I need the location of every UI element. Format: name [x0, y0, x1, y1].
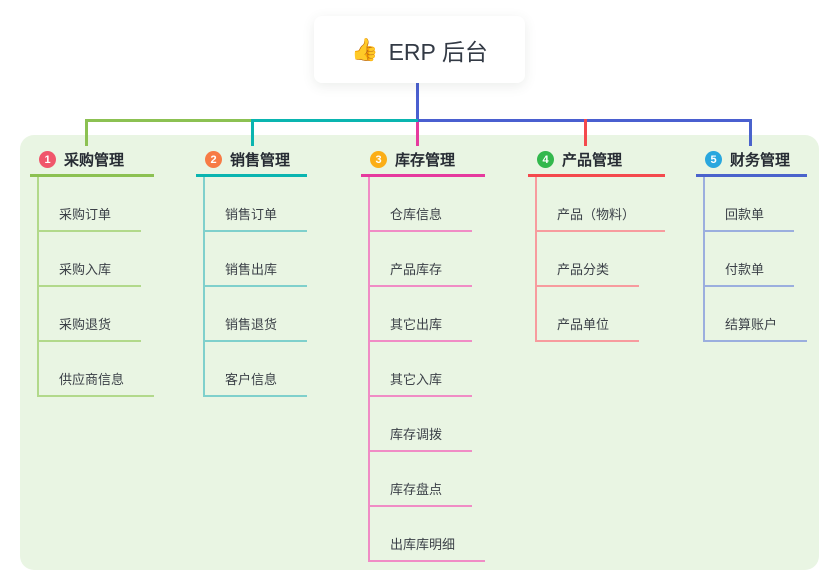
branch-number-badge: 3 — [370, 151, 387, 168]
branch-finance: 5 财务管理回款单付款单结算账户 — [696, 145, 808, 342]
branch-item[interactable]: 回款单 — [705, 177, 795, 232]
mindmap-panel — [20, 135, 819, 570]
branch-items: 产品（物料）产品分类产品单位 — [535, 177, 666, 342]
branch-item[interactable]: 客户信息 — [205, 342, 308, 397]
branch-drop-line-4 — [584, 119, 587, 146]
branch-drop-line-3 — [416, 122, 419, 146]
bus-line-segment-2 — [253, 119, 418, 122]
branch-drop-line-5 — [749, 119, 752, 146]
branch-item[interactable]: 结算账户 — [705, 287, 808, 342]
branch-item[interactable]: 销售出库 — [205, 232, 308, 287]
branch-drop-line-1 — [85, 119, 88, 146]
branch-item[interactable]: 产品单位 — [537, 287, 640, 342]
branch-header[interactable]: 5 财务管理 — [696, 145, 806, 174]
branch-title: 财务管理 — [730, 152, 791, 169]
branch-title: 产品管理 — [562, 152, 623, 169]
root-node[interactable]: 👍 ERP 后台 — [314, 16, 525, 83]
branch-item[interactable]: 产品（物料） — [537, 177, 666, 232]
branch-underline — [361, 174, 486, 177]
branch-purchase: 1 采购管理采购订单采购入库采购退货供应商信息 — [30, 145, 155, 397]
branch-item[interactable]: 库存调拨 — [370, 397, 473, 452]
branch-item[interactable]: 仓库信息 — [370, 177, 473, 232]
branch-title: 销售管理 — [230, 152, 291, 169]
branch-items: 销售订单销售出库销售退货客户信息 — [203, 177, 308, 397]
branch-underline — [696, 174, 808, 177]
branch-items: 回款单付款单结算账户 — [703, 177, 808, 342]
branch-header[interactable]: 2 销售管理 — [196, 145, 306, 174]
branch-item[interactable]: 采购退货 — [39, 287, 142, 342]
branch-item[interactable]: 付款单 — [705, 232, 795, 287]
branch-title: 库存管理 — [395, 152, 456, 169]
branch-title: 采购管理 — [64, 152, 125, 169]
branch-number-badge: 4 — [537, 151, 554, 168]
root-node-label: ERP 后台 — [388, 38, 488, 65]
branch-item[interactable]: 采购订单 — [39, 177, 142, 232]
branch-drop-line-2 — [251, 119, 254, 146]
branch-sales: 2 销售管理销售订单销售出库销售退货客户信息 — [196, 145, 308, 397]
branch-header[interactable]: 4 产品管理 — [528, 145, 638, 174]
branch-number-badge: 1 — [39, 151, 56, 168]
branch-header[interactable]: 1 采购管理 — [30, 145, 140, 174]
bus-line-segment-1 — [85, 119, 253, 122]
branch-item[interactable]: 产品分类 — [537, 232, 640, 287]
branch-underline — [30, 174, 155, 177]
branch-underline — [196, 174, 308, 177]
branch-items: 仓库信息产品库存其它出库其它入库库存调拨库存盘点出库库明细 — [368, 177, 486, 562]
branch-number-badge: 2 — [205, 151, 222, 168]
branch-items: 采购订单采购入库采购退货供应商信息 — [37, 177, 155, 397]
branch-number-badge: 5 — [705, 151, 722, 168]
branch-item[interactable]: 产品库存 — [370, 232, 473, 287]
root-stem-line — [416, 83, 419, 122]
branch-item[interactable]: 销售退货 — [205, 287, 308, 342]
branch-header[interactable]: 3 库存管理 — [361, 145, 471, 174]
branch-item[interactable]: 采购入库 — [39, 232, 142, 287]
branch-item[interactable]: 供应商信息 — [39, 342, 155, 397]
branch-item[interactable]: 其它入库 — [370, 342, 473, 397]
branch-inventory: 3 库存管理仓库信息产品库存其它出库其它入库库存调拨库存盘点出库库明细 — [361, 145, 486, 562]
thumbs-up-icon: 👍 — [351, 36, 379, 62]
branch-item[interactable]: 库存盘点 — [370, 452, 473, 507]
branch-underline — [528, 174, 666, 177]
branch-item[interactable]: 其它出库 — [370, 287, 473, 342]
branch-item[interactable]: 出库库明细 — [370, 507, 486, 562]
branch-item[interactable]: 销售订单 — [205, 177, 308, 232]
branch-product: 4 产品管理产品（物料）产品分类产品单位 — [528, 145, 666, 342]
